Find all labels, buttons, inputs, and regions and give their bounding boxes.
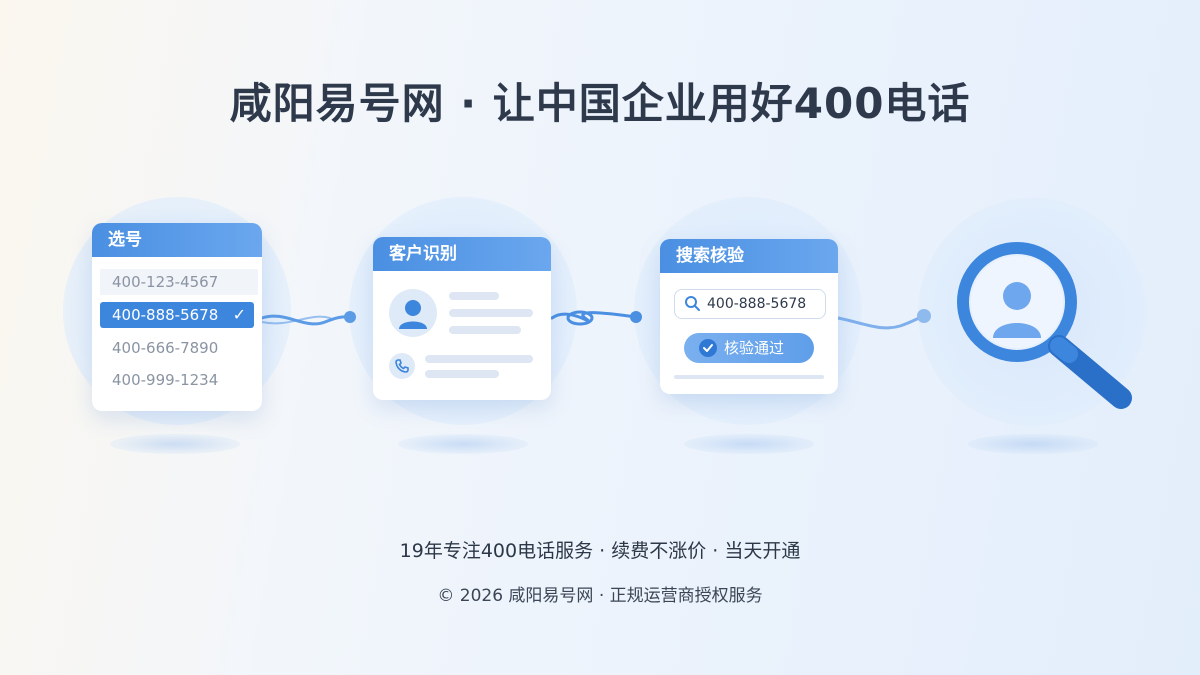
connector-3 bbox=[836, 314, 926, 330]
connector-2-dot bbox=[630, 311, 642, 323]
customer-identify-card: 客户识别 bbox=[373, 237, 551, 400]
number-option-3[interactable]: 400-666-7890 bbox=[112, 339, 219, 357]
connector-1-dot bbox=[344, 311, 356, 323]
select-number-card: 选号 400-123-4567 400-888-5678 ✓ 400-666-7… bbox=[92, 223, 262, 411]
step2-shadow bbox=[398, 434, 528, 454]
number-option-1[interactable]: 400-123-4567 bbox=[100, 269, 258, 295]
search-input-value: 400-888-5678 bbox=[707, 296, 807, 312]
search-icon bbox=[685, 296, 700, 311]
step3-shadow bbox=[684, 434, 814, 454]
info-line-4 bbox=[425, 355, 533, 363]
step1-shadow bbox=[110, 434, 240, 454]
info-line-2 bbox=[449, 309, 533, 317]
info-line-3 bbox=[449, 326, 521, 334]
divider-line bbox=[674, 375, 824, 379]
search-verify-card: 搜索核验 400-888-5678 核验通过 bbox=[660, 239, 838, 394]
search-input[interactable]: 400-888-5678 bbox=[674, 289, 826, 319]
number-option-4[interactable]: 400-999-1234 bbox=[112, 371, 219, 389]
magnifier-user-icon bbox=[957, 242, 1132, 409]
connector-2 bbox=[550, 310, 638, 326]
select-number-card-title: 选号 bbox=[92, 223, 262, 257]
search-verify-card-title: 搜索核验 bbox=[660, 239, 838, 273]
footer-tagline: 19年专注400电话服务 · 续费不涨价 · 当天开通 bbox=[399, 540, 801, 562]
phone-icon bbox=[389, 353, 415, 379]
connector-1 bbox=[260, 314, 352, 326]
number-option-2-label: 400-888-5678 bbox=[112, 306, 219, 324]
user-avatar-icon bbox=[389, 289, 437, 337]
page-title: 咸阳易号网 · 让中国企业用好400电话 bbox=[229, 79, 971, 128]
info-line-1 bbox=[449, 292, 499, 300]
check-icon: ✓ bbox=[232, 305, 246, 324]
connector-3-dot bbox=[917, 309, 931, 323]
customer-identify-card-title: 客户识别 bbox=[373, 237, 551, 271]
info-line-5 bbox=[425, 370, 499, 378]
footer-copyright: © 2026 咸阳易号网 · 正规运营商授权服务 bbox=[437, 586, 763, 606]
check-circle-icon bbox=[699, 339, 717, 357]
verify-passed-button[interactable]: 核验通过 bbox=[684, 333, 814, 363]
number-option-2-selected[interactable]: 400-888-5678 ✓ bbox=[100, 302, 254, 328]
verify-passed-label: 核验通过 bbox=[724, 339, 785, 357]
step4-shadow bbox=[968, 434, 1098, 454]
